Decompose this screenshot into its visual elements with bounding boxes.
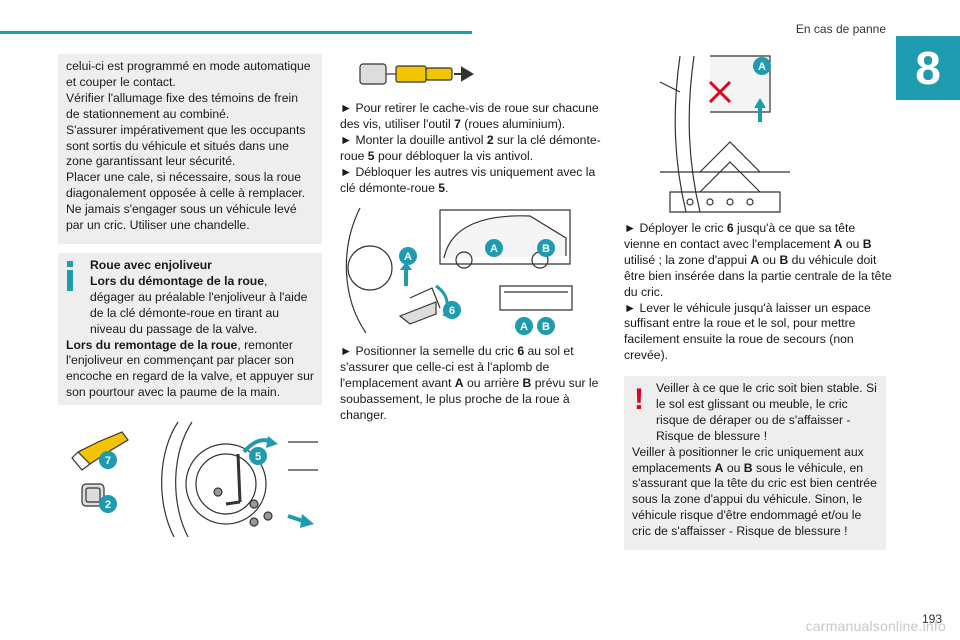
step-position-jack: ► Positionner la semelle du cric 6 au so… [340,344,610,424]
wheel-trim-info-box: Roue avec enjoliveur Lors du démontage d… [58,253,322,405]
note-line: Vérifier l'allumage fixe des témoins de … [66,90,298,121]
label-6-marker [443,301,461,319]
step-text: ► Lever le véhicule jusqu'à laisser un e… [624,300,871,363]
info-title: Roue avec enjoliveur [90,258,212,272]
step-text: ► Débloquer les autres vis uniquement av… [340,164,596,195]
note-line: S'assurer impérativement que les occupan… [66,122,306,169]
label-B: B [542,243,550,255]
jack-placement-illustration: A A B 6 A B [345,207,573,335]
warning-icon: ! [634,383,644,416]
step-text: ► Pour retirer le cache-vis de roue sur … [340,101,599,131]
chapter-title: En cas de panne [795,22,886,36]
warning-text-1: Veiller à ce que le cric soit bien stabl… [656,381,877,443]
step-text: ► Monter la douille antivol 2 sur la clé… [340,132,601,163]
warning-text-2: Veiller à positionner le cric uniquement… [632,444,877,539]
label-A: A [520,321,528,333]
label-B-marker-2 [537,317,555,335]
info-paragraph-1: Lors du démontage de la roue, dégager au… [90,273,308,336]
label-A: A [758,61,766,73]
header-accent-bar [0,31,472,34]
watermark: carmanualsonline.info [805,618,946,634]
label-B-marker-1 [537,239,555,257]
note-line: celui-ci est programmé en mode automatiq… [66,59,311,89]
label-A: A [490,243,498,255]
tool-icons-illustration [359,63,474,85]
info-paragraph-2: Lors du remontage de la roue, remonter l… [66,337,314,400]
step-remove-bolt-covers: ► Pour retirer le cache-vis de roue sur … [340,101,610,196]
label-B: B [542,321,550,333]
label-A-marker-4 [753,57,771,75]
step-text: ► Positionner la semelle du cric 6 au so… [340,344,599,422]
label-A-marker-3 [515,317,533,335]
step-text: ► Déployer le cric 6 jusqu'à ce que sa t… [624,221,892,299]
label-A-marker-2 [485,239,503,257]
label-7-marker [99,451,117,469]
note-line: Placer une cale, si nécessaire, sous la … [66,170,306,201]
label-5-marker [249,447,267,465]
label-7: 7 [105,455,111,467]
jack-lift-illustration: A [659,55,790,213]
label-2-marker [99,495,117,513]
label-2: 2 [105,499,111,511]
step-deploy-jack: ► Déployer le cric 6 jusqu'à ce que sa t… [624,221,894,364]
page-number: 193 [921,612,942,626]
label-A: A [404,251,412,263]
chapter-number-badge: 8 [896,36,960,100]
label-5: 5 [255,451,261,463]
label-6: 6 [449,305,455,317]
note-line: Ne jamais s'engager sous un véhicule lev… [66,202,297,233]
wheel-bolt-removal-illustration: 7 2 5 [71,421,318,538]
jack-safety-warning-box: ! Veiller à ce que le cric soit bien sta… [624,376,886,550]
label-A-marker-1 [399,247,417,265]
safety-note-box: celui-ci est programmé en mode automatiq… [58,54,322,244]
info-icon [66,261,74,291]
